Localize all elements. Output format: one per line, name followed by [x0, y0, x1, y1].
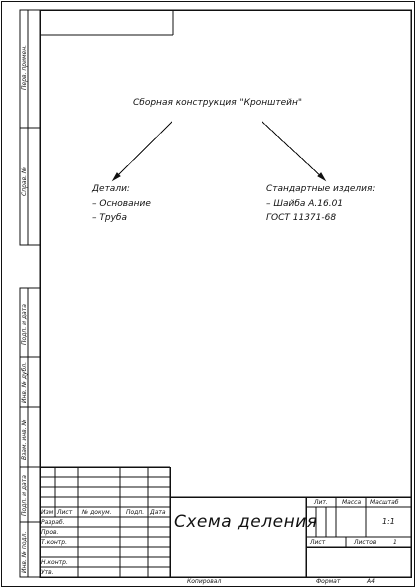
- parts-heading: Детали:: [92, 184, 130, 194]
- scale-value: 1:1: [382, 517, 395, 526]
- row-prov: Пров.: [41, 529, 59, 536]
- col-izm: Изм: [41, 509, 54, 516]
- arrow-to-standard: [261, 121, 323, 178]
- footer-format-label: Формат: [316, 578, 341, 585]
- standard-heading: Стандартные изделия:: [266, 184, 376, 194]
- side-label-podp-data-2: Подп. и дата: [21, 475, 28, 516]
- side-label-inv-dubl: Инв. № дубл.: [21, 361, 28, 403]
- row-tkontr: Т.контр.: [41, 539, 68, 546]
- arrow-head-right: [317, 172, 327, 182]
- masshtab-label: Масштаб: [370, 499, 399, 506]
- col-list: Лист: [57, 509, 73, 516]
- col-doc: № докум.: [82, 509, 112, 516]
- document-name: Схема деления: [174, 512, 318, 532]
- footer-kopiroval: Копировал: [187, 578, 222, 585]
- inner-frame: [39, 9, 412, 578]
- row-razrab: Разраб.: [41, 519, 65, 526]
- col-data: Дата: [150, 509, 166, 516]
- side-column-bottom: [19, 287, 41, 578]
- row-utv: Утв.: [41, 569, 54, 576]
- lit-label: Лит.: [314, 499, 328, 506]
- list-item: – Шайба А.16.01: [266, 199, 344, 209]
- side-label-inv-podl: Инв. № подл.: [21, 531, 28, 573]
- arrow-to-parts: [115, 121, 173, 178]
- row-nkontr: Н.контр.: [41, 559, 68, 566]
- sheets-label: Листов: [354, 539, 377, 546]
- massa-label: Масса: [342, 499, 362, 506]
- sheets-value: 1: [393, 539, 397, 546]
- list-item: – Труба: [92, 213, 127, 223]
- side-label-perv-primen: Перв. примен.: [21, 44, 28, 90]
- side-label-vzam-inv: Взам. инв. №: [21, 419, 28, 460]
- arrows: [111, 121, 327, 182]
- side-label-podp-data: Подп. и дата: [21, 304, 28, 345]
- footer-format-value: А4: [367, 578, 375, 585]
- arrow-head-left: [111, 172, 121, 182]
- side-label-sprav-no: Справ. №: [21, 166, 28, 196]
- list-item: ГОСТ 11371-68: [266, 213, 337, 223]
- sheet-label: Лист: [310, 539, 326, 546]
- list-item: – Основание: [92, 199, 151, 209]
- col-podp: Подп.: [126, 509, 145, 516]
- assembly-title: Сборная конструкция "Кронштейн": [133, 98, 302, 108]
